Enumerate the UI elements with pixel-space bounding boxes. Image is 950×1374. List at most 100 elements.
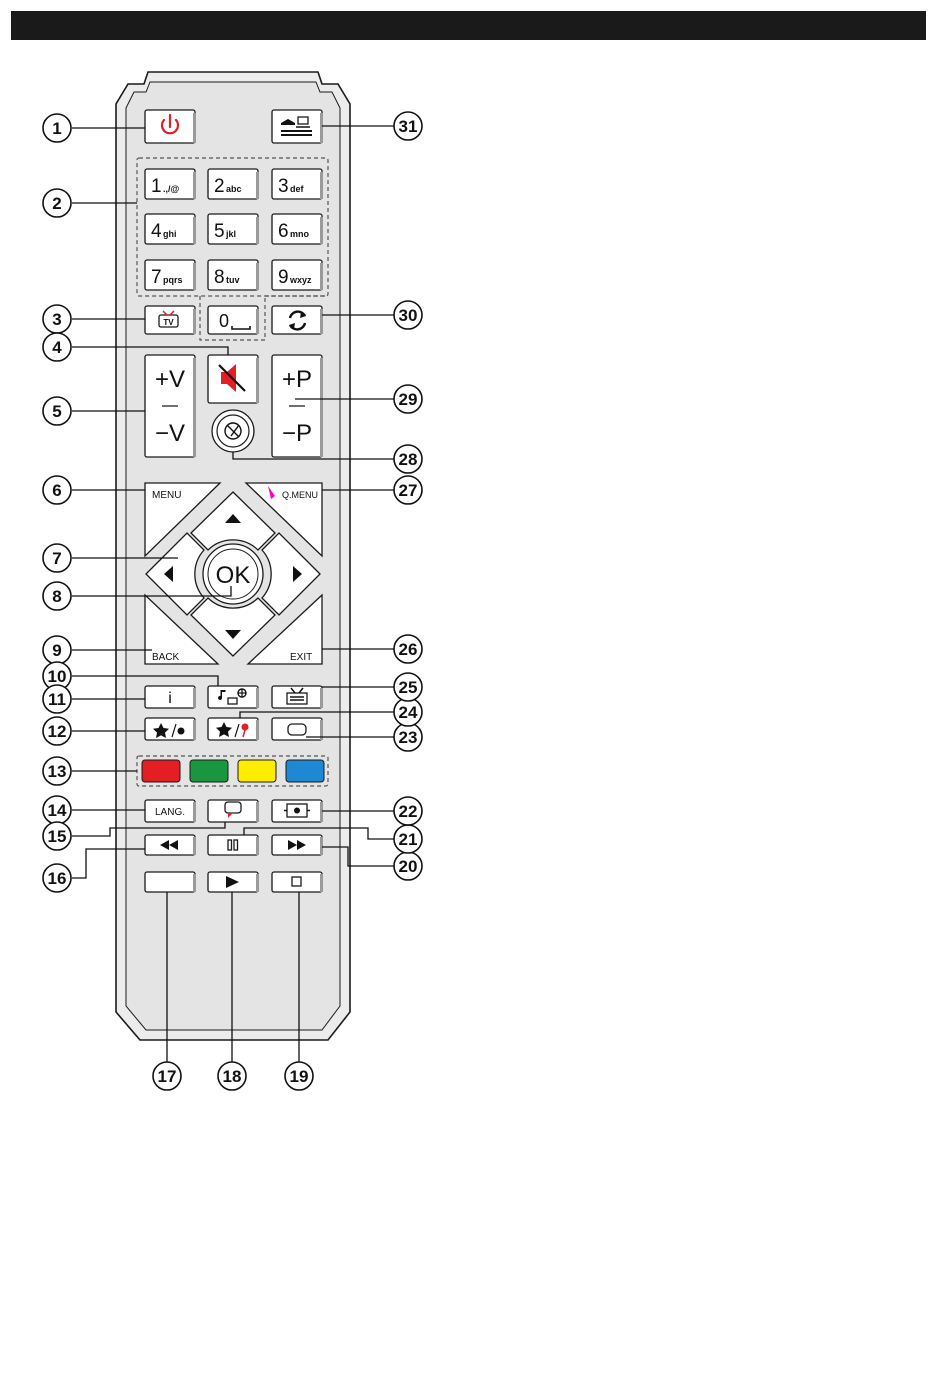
callout-label: 22: [399, 802, 418, 821]
callout-label: 13: [48, 762, 67, 781]
callout-29: 29: [394, 385, 422, 413]
digit-main-label: 1: [151, 176, 162, 197]
info-icon: i: [168, 690, 172, 707]
callout-label: 23: [399, 728, 418, 747]
callout-label: 9: [52, 641, 61, 660]
digit-main-label: 9: [278, 267, 289, 288]
callout-label: 25: [399, 678, 418, 697]
zero-button[interactable]: 0: [208, 306, 259, 334]
volume-rocker[interactable]: +V −V: [145, 355, 196, 457]
callout-15: 15: [43, 822, 71, 850]
callout-11: 11: [43, 685, 71, 713]
callout-label: 3: [52, 310, 61, 329]
callout-28: 28: [394, 445, 422, 473]
digit-sub-label: .,/@: [163, 184, 180, 194]
callout-23: 23: [394, 723, 422, 751]
volume-down-label: −V: [155, 420, 185, 447]
mute-button[interactable]: [208, 355, 259, 403]
language-button[interactable]: LANG.: [145, 800, 196, 822]
tv-label: TV: [163, 318, 174, 327]
back-label: BACK: [152, 652, 180, 663]
callout-30: 30: [394, 301, 422, 329]
callout-14: 14: [43, 796, 71, 824]
volume-up-label: +V: [155, 366, 185, 393]
blank-button[interactable]: [145, 872, 196, 892]
callout-label: 28: [399, 450, 418, 469]
info-button[interactable]: i: [145, 686, 196, 708]
callout-label: 19: [290, 1067, 309, 1086]
qmenu-label: Q.MENU: [282, 490, 318, 500]
callout-label: 14: [48, 801, 67, 820]
program-down-label: −P: [282, 420, 312, 447]
yellow-button[interactable]: [238, 760, 276, 782]
callout-27: 27: [394, 476, 422, 504]
digit-sub-label: jkl: [225, 229, 236, 239]
rewind-button[interactable]: [145, 835, 196, 855]
digit-sub-label: pqrs: [163, 275, 183, 285]
fast-forward-button[interactable]: [272, 835, 323, 855]
zero-label: 0: [219, 311, 229, 331]
program-rocker[interactable]: +P −P: [272, 355, 323, 457]
red-button[interactable]: [142, 760, 180, 782]
stop-button[interactable]: [272, 872, 323, 892]
digit-button-1[interactable]: 1.,/@: [145, 169, 196, 199]
lang-label: LANG.: [155, 807, 185, 818]
swap-button[interactable]: [272, 306, 323, 334]
tv-button[interactable]: TV: [145, 306, 196, 334]
bookmark-button[interactable]: [208, 718, 259, 740]
digit-sub-label: mno: [290, 229, 310, 239]
digit-main-label: 5: [214, 221, 225, 242]
callout-16: 16: [43, 864, 71, 892]
callout-label: 18: [223, 1067, 242, 1086]
favourite-button[interactable]: [145, 718, 196, 740]
media-browser-button[interactable]: [208, 686, 259, 708]
callout-17: 17: [153, 1062, 181, 1090]
text-button[interactable]: [272, 686, 323, 708]
screen-button[interactable]: [272, 800, 323, 822]
power-button[interactable]: [145, 110, 196, 143]
callout-label: 12: [48, 722, 67, 741]
digit-sub-label: abc: [226, 184, 242, 194]
callout-label: 27: [399, 481, 418, 500]
play-button[interactable]: [208, 872, 259, 892]
source-button[interactable]: [272, 110, 323, 143]
callout-12: 12: [43, 717, 71, 745]
subtitle-button[interactable]: [208, 800, 259, 822]
callout-1: 1: [43, 114, 71, 142]
callout-label: 31: [399, 117, 418, 136]
digit-main-label: 3: [278, 176, 289, 197]
callout-label: 6: [52, 481, 61, 500]
callout-22: 22: [394, 797, 422, 825]
callout-label: 5: [52, 402, 61, 421]
callout-21: 21: [394, 825, 422, 853]
callout-label: 26: [399, 640, 418, 659]
blue-button[interactable]: [286, 760, 324, 782]
callout-9: 9: [43, 636, 71, 664]
pause-button[interactable]: [208, 835, 259, 855]
stop-icon: [292, 877, 301, 886]
callout-2: 2: [43, 189, 71, 217]
callout-7: 7: [43, 544, 71, 572]
ok-label: OK: [216, 562, 251, 589]
green-button[interactable]: [190, 760, 228, 782]
callout-20: 20: [394, 852, 422, 880]
digit-sub-label: tuv: [226, 275, 240, 285]
digit-keypad: 1.,/@ 2abc 3def 4ghi 5jkl 6mno 7pqrs 8tuv 9wxyz: [145, 169, 323, 290]
callout-5: 5: [43, 397, 71, 425]
navigation-cluster: MENU Q.MENU BACK EXIT: [145, 483, 322, 664]
internet-button[interactable]: [212, 410, 254, 452]
digit-sub-label: wxyz: [289, 275, 312, 285]
ok-button[interactable]: OK: [203, 544, 263, 604]
callout-label: 8: [52, 587, 61, 606]
callout-24: 24: [394, 698, 422, 726]
digit-sub-label: def: [290, 184, 305, 194]
